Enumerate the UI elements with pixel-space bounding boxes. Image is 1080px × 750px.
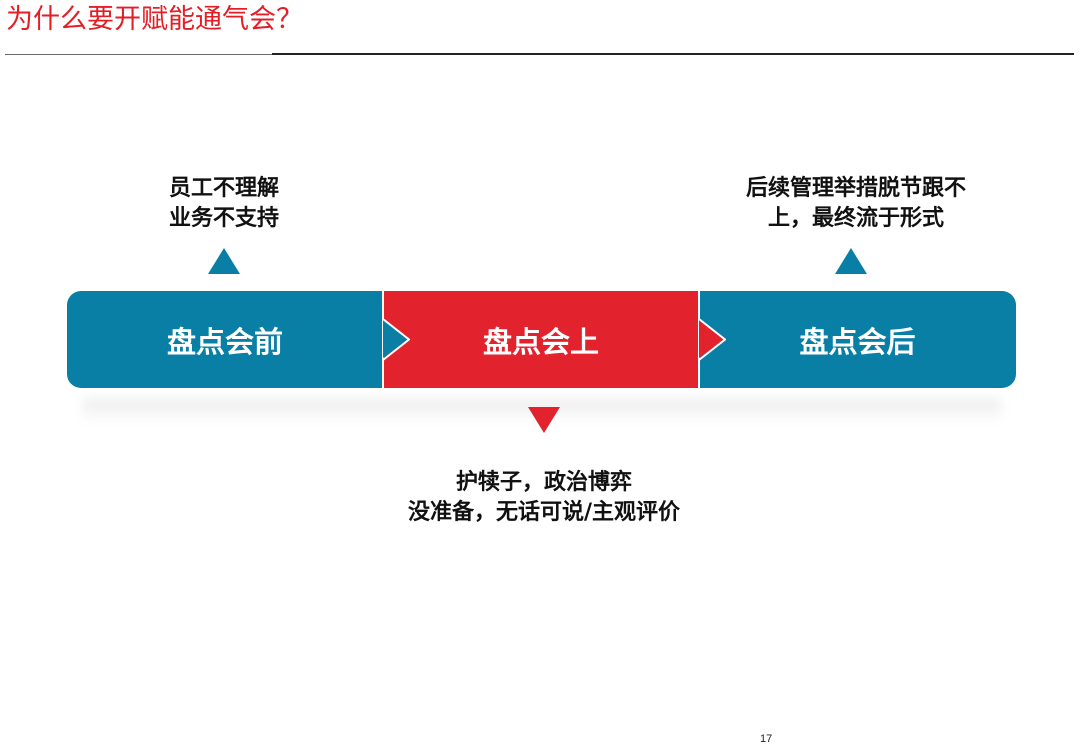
triangle-up-icon (208, 248, 240, 274)
page-title: 为什么要开赋能通气会？ (6, 4, 303, 35)
triangle-up-icon (835, 248, 867, 274)
stage-during-label: 盘点会上 (482, 324, 599, 359)
chevron-right-icon (699, 320, 725, 358)
stage-during: 盘点会上 (383, 291, 699, 388)
chevron-right-icon (383, 320, 409, 358)
stage-after: 盘点会后 (699, 291, 1016, 388)
stage-after-label: 盘点会后 (799, 324, 916, 359)
issue-during-line-1: 护犊子，政治博弈 (455, 470, 632, 495)
issue-after-label: 后续管理举措脱节跟不 上，最终流于形式 (722, 174, 990, 234)
issue-before-line-1: 员工不理解 (168, 176, 279, 201)
stage-before: 盘点会前 (67, 291, 383, 388)
title-underline-left (5, 54, 272, 55)
title-underline-right (272, 53, 1074, 55)
issue-during-label: 护犊子，政治博弈 没准备，无话可说/主观评价 (368, 468, 720, 528)
issue-after-line-2: 上，最终流于形式 (767, 206, 944, 231)
issue-before-line-2: 业务不支持 (168, 206, 279, 231)
triangle-down-icon (528, 407, 560, 433)
stage-before-label: 盘点会前 (166, 324, 283, 359)
page-number: 17 (760, 733, 773, 745)
issue-during-line-2: 没准备，无话可说/主观评价 (407, 500, 681, 525)
chevron-outline-icon (382, 318, 410, 361)
stage-bar: 盘点会前 盘点会上 盘点会后 (67, 291, 1016, 388)
issue-after-line-1: 后续管理举措脱节跟不 (745, 176, 966, 201)
issue-before-label: 员工不理解 业务不支持 (114, 174, 334, 234)
chevron-outline-icon (698, 318, 726, 361)
